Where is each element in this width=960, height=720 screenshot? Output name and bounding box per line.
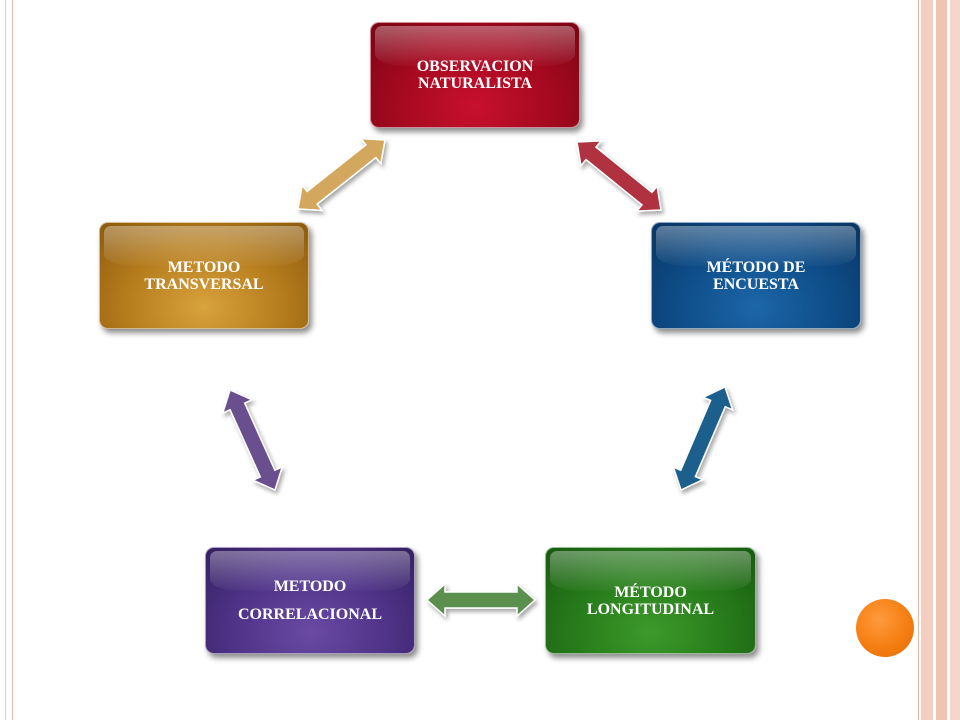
slide-frame-right xyxy=(918,0,960,720)
node-label: METODO CORRELACIONAL xyxy=(237,577,382,623)
node-label: OBSERVACION NATURALISTA xyxy=(416,58,534,92)
double-arrow-correlacional-transversal xyxy=(221,388,284,492)
accent-circle xyxy=(856,599,914,657)
node-metodo-transversal: METODO TRANSVERSAL xyxy=(99,222,309,329)
node-metodo-longitudinal: MÉTODO LONGITUDINAL xyxy=(545,547,756,654)
double-arrow-longitudinal-correlacional xyxy=(425,582,537,618)
double-arrow-encuesta-longitudinal xyxy=(672,385,734,492)
slide-frame-left xyxy=(0,0,13,720)
node-metodo-correlacional: METODO CORRELACIONAL xyxy=(205,547,415,654)
double-arrow-transversal-observacion xyxy=(297,137,386,212)
node-metodo-de-encuesta: MÉTODO DE ENCUESTA xyxy=(651,222,861,329)
double-arrow-observacion-encuesta xyxy=(576,140,662,212)
node-observacion-naturalista: OBSERVACION NATURALISTA xyxy=(370,22,580,128)
node-label: MÉTODO DE ENCUESTA xyxy=(706,258,806,293)
node-label: MÉTODO LONGITUDINAL xyxy=(586,583,715,618)
node-label: METODO TRANSVERSAL xyxy=(144,258,264,293)
